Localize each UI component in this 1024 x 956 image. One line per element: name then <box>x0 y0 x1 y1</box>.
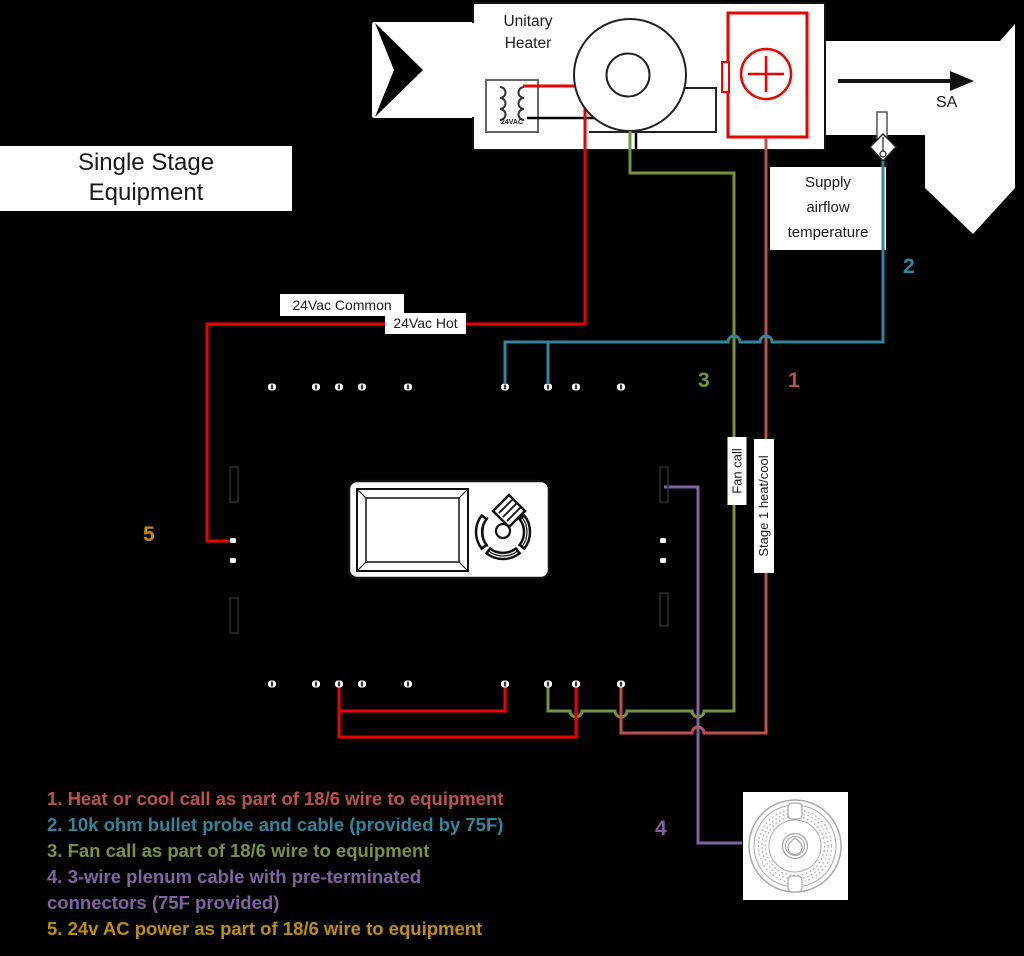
legend-item-3: 3. Fan call as part of 18/6 wire to equi… <box>47 840 430 861</box>
sa-airflow-arrowhead-icon <box>950 71 974 91</box>
terminal <box>501 680 509 688</box>
thermostat-side-pins <box>230 538 666 563</box>
legend-item-4: 4. 3-wire plenum cable with pre-terminat… <box>47 866 422 913</box>
callout-4: 4 <box>655 817 667 840</box>
terminal <box>404 383 412 391</box>
thermostat-terminal-row-top <box>268 383 625 391</box>
terminal <box>335 680 343 688</box>
terminal <box>335 383 343 391</box>
terminal <box>572 383 580 391</box>
diagram-title: Single Stage Equipment <box>0 146 292 211</box>
wire-plenum <box>664 485 742 845</box>
terminal <box>617 680 625 688</box>
terminal <box>572 680 580 688</box>
callout-2: 2 <box>903 255 915 278</box>
terminal <box>358 680 366 688</box>
terminal <box>358 383 366 391</box>
terminal <box>312 680 320 688</box>
blower-scroll-icon <box>589 87 717 133</box>
legend-item-1: 1. Heat or cool call as part of 18/6 wir… <box>47 788 504 809</box>
supply-airflow-temperature-label: Supply airflow temperature <box>770 167 886 250</box>
terminal <box>268 383 276 391</box>
supply-label-line2: airflow <box>806 199 850 216</box>
legend: 1. Heat or cool call as part of 18/6 wir… <box>47 786 531 942</box>
heater-label: Unitary Heater <box>474 11 582 55</box>
transformer-coil-left <box>499 86 507 121</box>
supply-air-duct-shape <box>822 24 1015 234</box>
24vac-common-label: 24Vac Common <box>280 294 404 316</box>
wire-stage1 <box>619 138 768 735</box>
diagram-title-line1: Single Stage <box>77 149 215 176</box>
wire-24v-jumper-a <box>337 684 507 713</box>
terminal <box>268 680 276 688</box>
thermostat-terminal-row-bottom <box>268 680 625 688</box>
transformer-coil-right <box>517 86 525 121</box>
thermostat-device <box>347 479 551 580</box>
callout-5: 5 <box>143 523 155 546</box>
brand-emblem-icon <box>474 493 532 561</box>
terminal <box>404 680 412 688</box>
24vac-hot-label: 24Vac Hot <box>385 313 466 334</box>
fan-call-label: Fan call <box>727 437 747 505</box>
terminal <box>501 383 509 391</box>
blower-inlet-icon <box>605 52 651 98</box>
sensor-logo-drop-icon <box>787 837 803 856</box>
wire-24v-jumper-b <box>337 684 578 739</box>
sa-label: SA <box>936 94 958 111</box>
transformer-label: 24VAC <box>500 119 524 126</box>
heater-label-line1: Unitary <box>503 13 553 30</box>
supply-label-line1: Supply <box>805 174 851 191</box>
terminal <box>312 383 320 391</box>
stage1-heat-cool-label: Stage 1 heat/cool <box>754 439 774 573</box>
terminal <box>544 680 552 688</box>
wire-fan-call <box>546 131 736 719</box>
room-sensor <box>743 792 848 900</box>
thermostat-side-slots <box>229 466 669 634</box>
heating-element-tab <box>721 61 730 93</box>
callout-3: 3 <box>698 369 710 392</box>
heater-label-line2: Heater <box>504 35 552 52</box>
transformer-icon <box>485 79 539 133</box>
supply-label-line3: temperature <box>787 224 869 241</box>
terminal <box>544 383 552 391</box>
legend-item-2: 2. 10k ohm bullet probe and cable (provi… <box>47 814 504 835</box>
blower-housing-icon <box>573 18 687 132</box>
terminal <box>617 383 625 391</box>
inlet-airflow-arrow-icon <box>375 23 423 117</box>
diagram-title-line2: Equipment <box>88 179 204 206</box>
callout-1: 1 <box>788 369 800 392</box>
legend-item-5: 5. 24v AC power as part of 18/6 wire to … <box>47 918 483 939</box>
